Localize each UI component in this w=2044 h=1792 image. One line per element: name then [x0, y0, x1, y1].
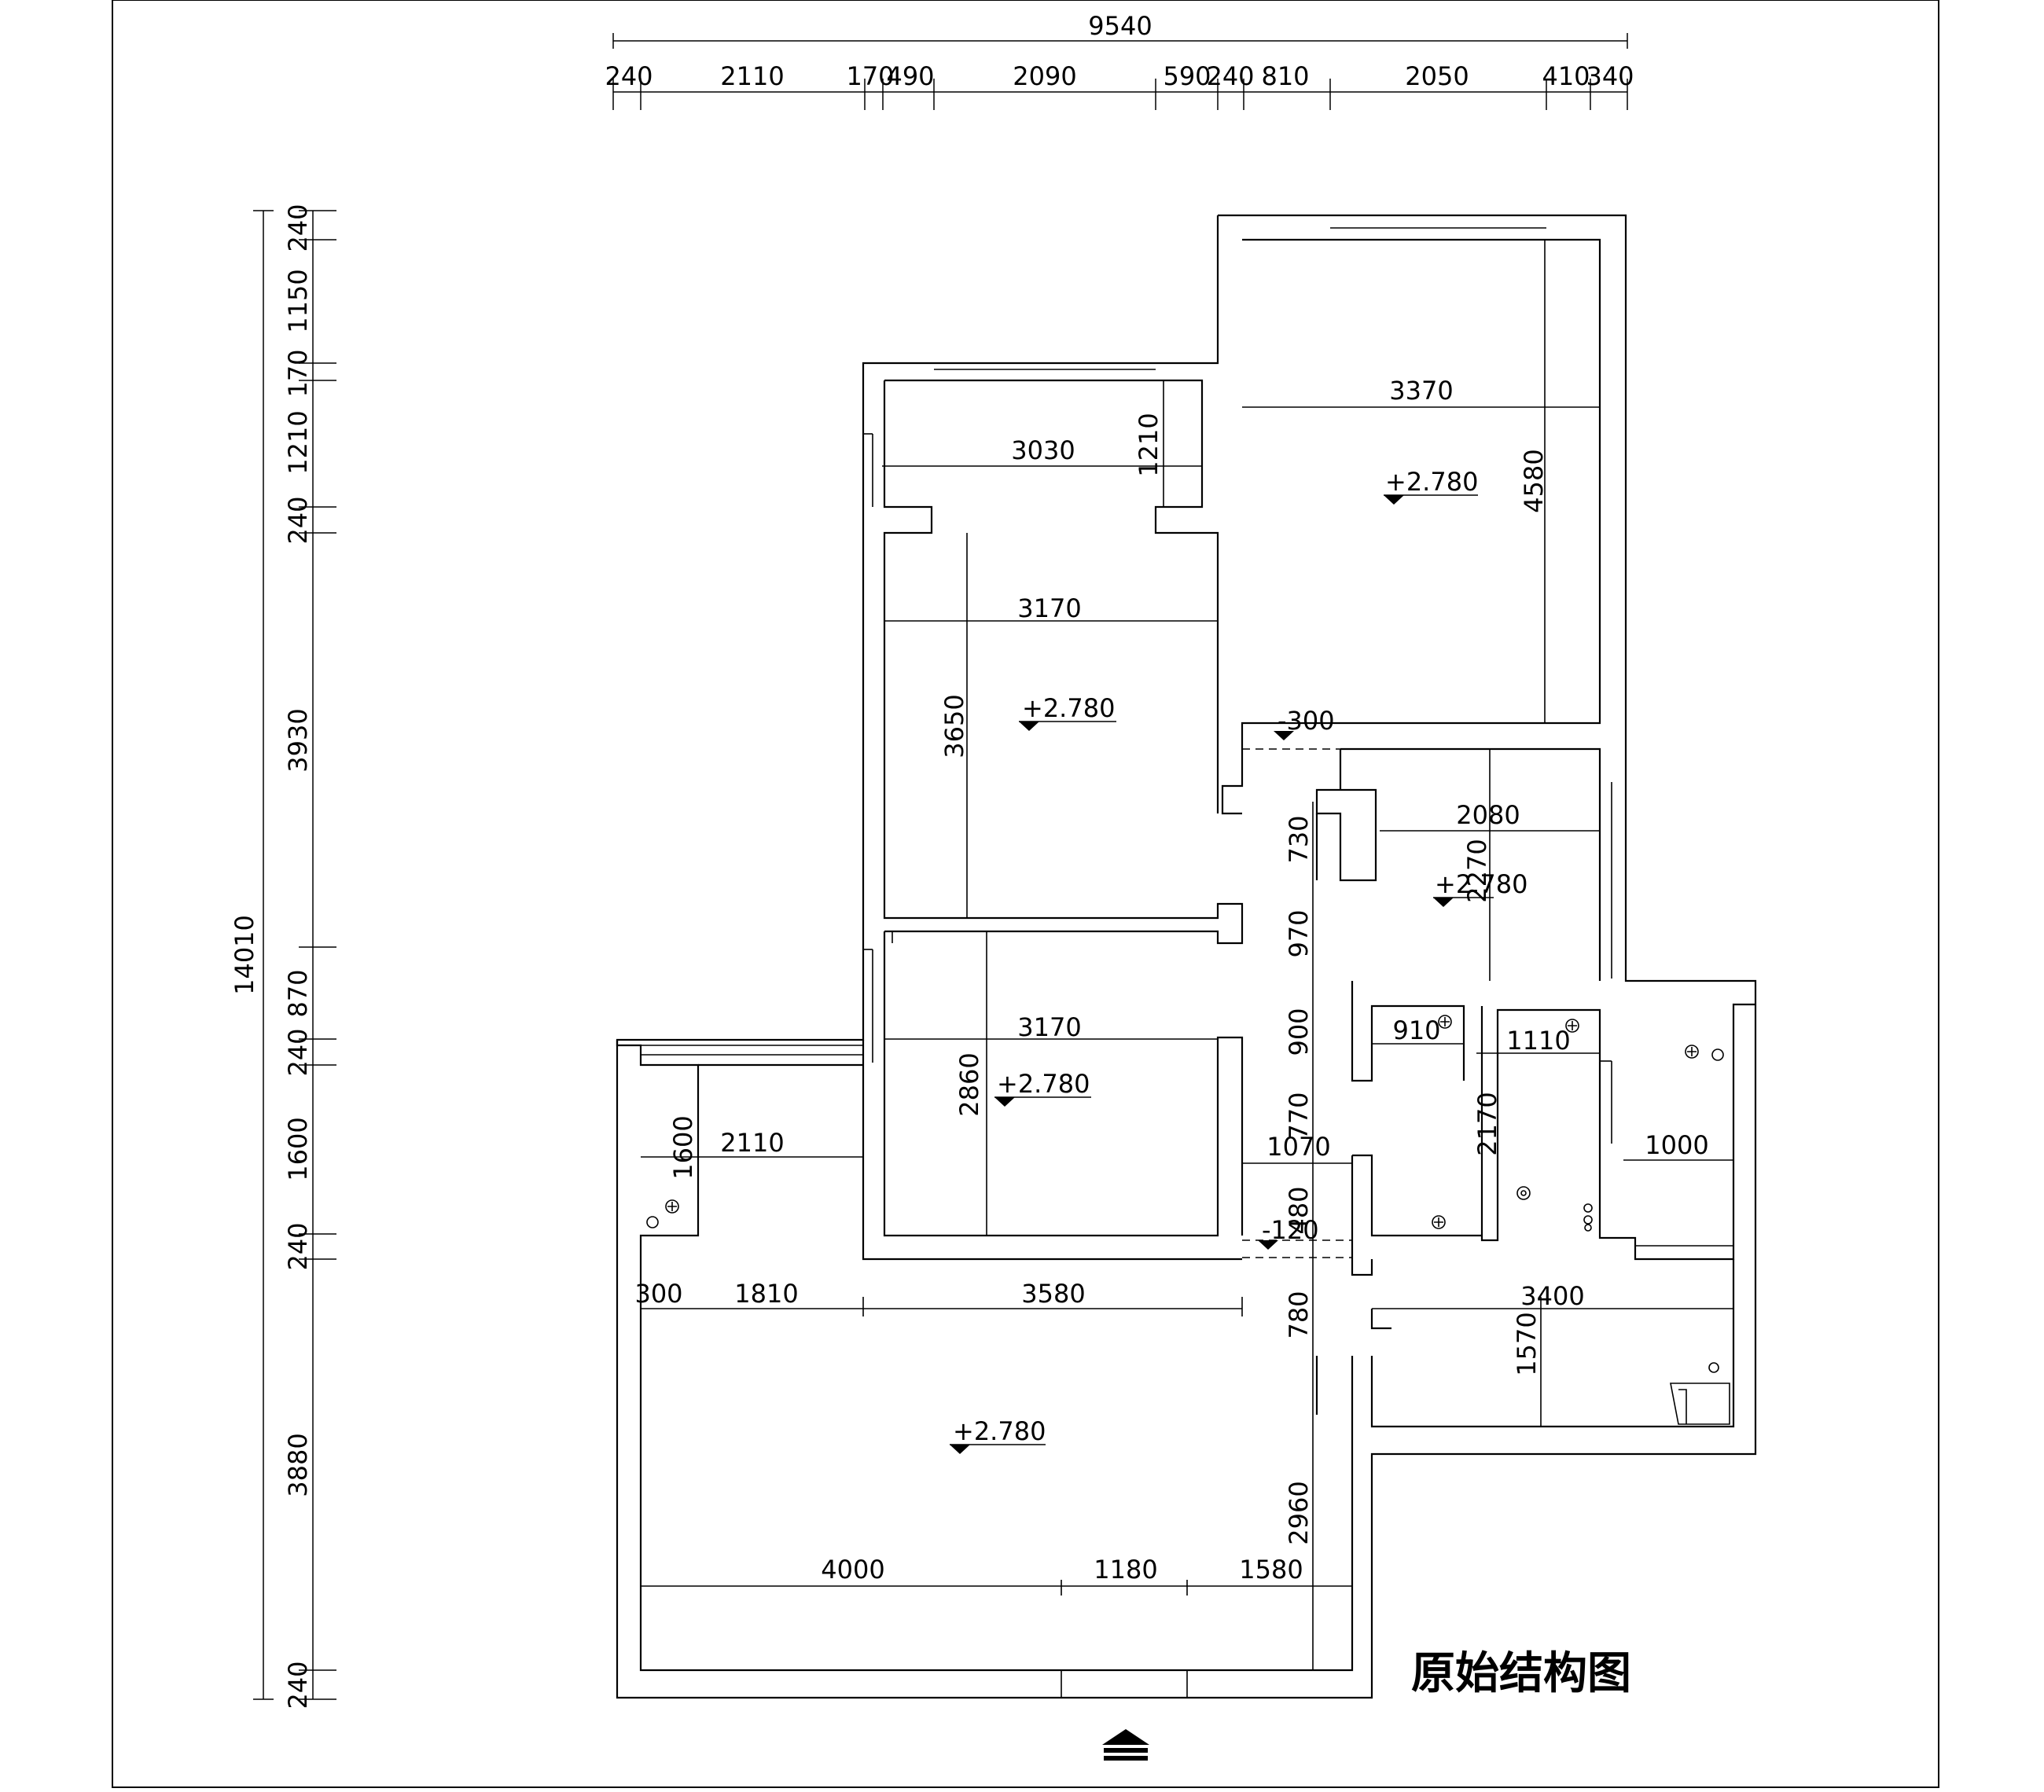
top-dim-8: 810 — [1261, 61, 1309, 91]
left-dim-1: 240 — [283, 204, 313, 252]
top-dim-4: 490 — [886, 61, 934, 91]
room-dim-6: 3650 — [939, 694, 969, 758]
room-dim-19: 1000 — [1645, 1130, 1708, 1160]
left-dim-6: 3930 — [283, 708, 313, 772]
pipe-icon — [646, 1216, 659, 1228]
room-dim-11: 900 — [1284, 1008, 1314, 1056]
level-label-7: -120 — [1262, 1215, 1319, 1245]
left-dim-4: 1210 — [283, 410, 313, 474]
room-dim-22: 480 — [1284, 1186, 1314, 1234]
room-dim-16: 770 — [1284, 1092, 1314, 1140]
room-dim-1: 3370 — [1389, 376, 1453, 406]
top-dim-9: 2050 — [1405, 61, 1469, 91]
pipe-icon — [1708, 1362, 1719, 1373]
drawing-title: 原始结构图 — [1411, 1648, 1631, 1699]
floor-drain-icon — [1565, 1019, 1579, 1033]
top-dim-11: 340 — [1586, 61, 1634, 91]
level-marker-bedroom-4: +2.780 — [994, 1069, 1091, 1107]
room-dim-10: 970 — [1284, 909, 1314, 957]
overall-width-label: 9540 — [1088, 11, 1152, 41]
room-dim-2: 4580 — [1519, 449, 1549, 512]
room-dim-13: 1110 — [1506, 1026, 1570, 1056]
room-dim-3: 3030 — [1011, 435, 1075, 465]
level-label-1: +2.780 — [1385, 467, 1478, 497]
left-dim-7: 870 — [283, 969, 313, 1017]
room-dim-12: 910 — [1392, 1015, 1440, 1045]
left-dimension-chain: 14010 240 1150 170 1210 240 3930 870 240… — [230, 204, 336, 1709]
top-dim-1: 240 — [605, 61, 653, 91]
top-dim-10: 410 — [1542, 61, 1590, 91]
fixtures — [646, 931, 1730, 1425]
room-dim-4: 1210 — [1134, 413, 1164, 476]
level-label-2: +2.780 — [1022, 693, 1115, 723]
room-dim-29: 2960 — [1284, 1481, 1314, 1544]
level-label-4: +2.780 — [997, 1069, 1090, 1099]
room-dim-32: 1580 — [1239, 1555, 1303, 1585]
top-dim-6: 590 — [1163, 61, 1211, 91]
floor-drain-icon — [1438, 1015, 1452, 1029]
pipe-icon — [1516, 1186, 1531, 1200]
room-dim-15: 2860 — [954, 1052, 984, 1116]
top-dimension-chain: 9540 240 2110 170 490 2090 590 240 810 2… — [605, 11, 1634, 110]
level-marker-bedroom-2: +2.780 — [1019, 693, 1116, 731]
level-marker-hall-lower: -120 — [1258, 1215, 1319, 1250]
level-markers: +2.780 +2.780 +2.780 +2.780 +2.780 -300 — [950, 467, 1527, 1454]
floor-drain-icon — [1432, 1215, 1446, 1229]
interior-dimensions — [641, 406, 1733, 1670]
room-dim-31: 1180 — [1094, 1555, 1157, 1585]
level-label-3: +2.780 — [1435, 869, 1527, 899]
room-dim-30: 4000 — [821, 1555, 884, 1585]
level-marker-bedroom-3: +2.780 — [1433, 869, 1527, 907]
overall-height-label: 14010 — [230, 915, 259, 995]
walls — [616, 214, 1757, 1699]
left-dim-8: 240 — [283, 1028, 313, 1076]
left-dim-11: 3880 — [283, 1433, 313, 1496]
room-dim-21: 1600 — [668, 1115, 698, 1179]
room-dim-28: 1570 — [1512, 1312, 1542, 1375]
left-dim-12: 240 — [283, 1661, 313, 1709]
level-marker-living-room: +2.780 — [950, 1416, 1046, 1454]
room-dim-9: 730 — [1284, 815, 1314, 863]
room-dim-25: 3580 — [1021, 1279, 1085, 1309]
level-marker-hall-upper: -300 — [1274, 706, 1335, 740]
room-dim-8: 2270 — [1462, 839, 1492, 902]
room-dim-7: 2080 — [1456, 800, 1520, 830]
left-dim-3: 170 — [283, 349, 313, 397]
room-dim-14: 3170 — [1017, 1012, 1081, 1042]
pipe-icon — [1711, 1048, 1724, 1061]
room-dim-23: 300 — [634, 1279, 682, 1309]
top-dim-7: 240 — [1206, 61, 1254, 91]
pipe-icon — [1583, 1203, 1593, 1232]
room-dim-26: 3400 — [1520, 1281, 1584, 1311]
left-dim-5: 240 — [283, 496, 313, 544]
room-dim-20: 2110 — [720, 1128, 784, 1158]
left-dim-9: 1600 — [283, 1117, 313, 1181]
floor-drain-icon — [1685, 1045, 1699, 1059]
room-dim-5: 3170 — [1017, 593, 1081, 623]
top-dim-2: 2110 — [720, 61, 784, 91]
floor-drain-icon — [665, 1199, 679, 1214]
gas-meter-icon — [1670, 1383, 1730, 1425]
room-dim-24: 1810 — [734, 1279, 798, 1309]
drawing-frame — [112, 0, 1939, 1788]
room-dimension-labels: 3370 4580 3030 1210 3170 3650 2080 2270 … — [634, 376, 1708, 1585]
level-marker-master-bedroom: +2.780 — [1384, 467, 1478, 505]
room-dim-27: 780 — [1284, 1291, 1314, 1338]
left-dim-2: 1150 — [283, 269, 313, 332]
room-dim-17: 1070 — [1266, 1132, 1330, 1162]
level-label-5: +2.780 — [953, 1416, 1046, 1446]
level-label-6: -300 — [1278, 706, 1335, 736]
entrance-arrow-icon — [1102, 1729, 1149, 1761]
top-dim-3: 170 — [846, 61, 894, 91]
room-dim-18: 2170 — [1472, 1092, 1502, 1155]
left-dim-10: 240 — [283, 1222, 313, 1270]
top-dim-5: 2090 — [1013, 61, 1076, 91]
